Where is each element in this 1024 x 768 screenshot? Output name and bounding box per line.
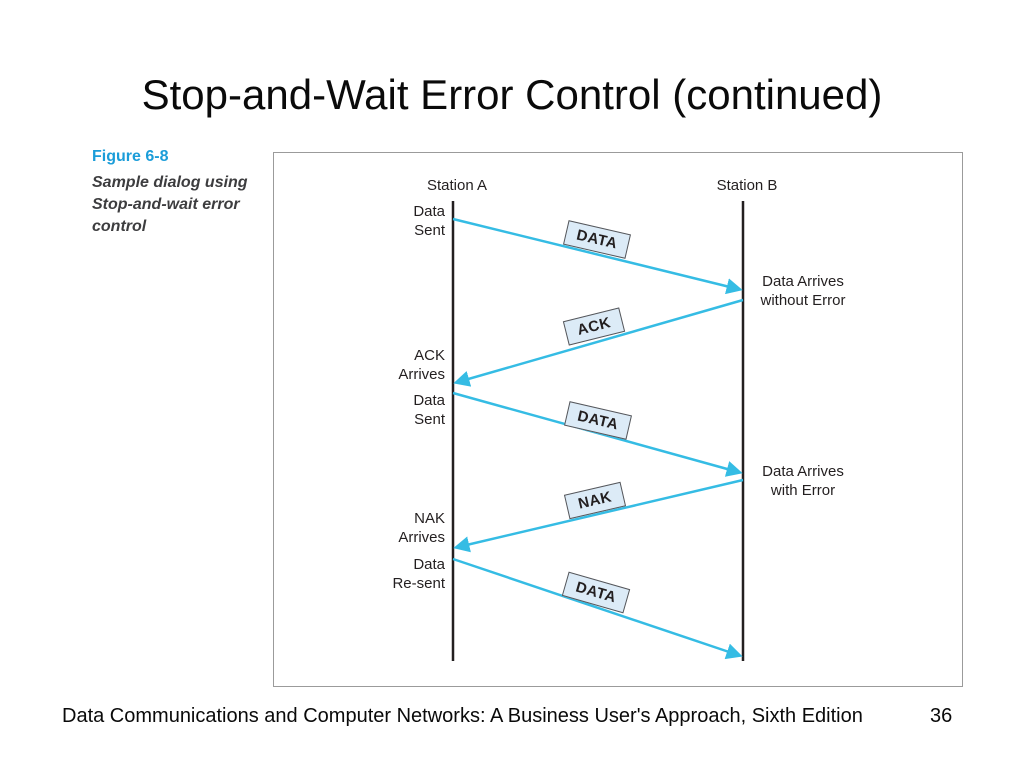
figure-number-label: Figure 6-8 <box>92 148 169 165</box>
figure-caption-line: Sample dialog using <box>92 174 248 191</box>
footer-page-number: 36 <box>930 705 953 727</box>
slide-title: Stop-and-Wait Error Control (continued) <box>141 71 883 118</box>
event-data-resent: Data Re-sent <box>392 556 445 592</box>
station-a-label: Station A <box>426 177 488 194</box>
data-arrow-1 <box>452 217 743 295</box>
figure-caption-line: control <box>92 218 147 235</box>
figure-frame: Station A Station B Data Sent ACK Arrive… <box>273 152 963 687</box>
figure-caption: Figure 6-8 Sample dialog using Stop-and-… <box>92 148 257 238</box>
nak-arrow <box>453 478 744 553</box>
ack-arrow <box>453 298 744 387</box>
event-data-arrives-with-error: Data Arrives with Error <box>762 463 844 499</box>
event-ack-arrives: ACK Arrives <box>398 347 445 383</box>
event-data-sent-2: Data Sent <box>413 392 445 428</box>
station-b-label: Station B <box>716 177 778 194</box>
figure-caption-line: Stop-and-wait error <box>92 196 240 213</box>
event-data-sent-1: Data Sent <box>413 203 445 239</box>
data-arrow-3 <box>452 557 743 660</box>
footer-book-title: Data Communications and Computer Network… <box>62 705 863 727</box>
event-nak-arrives: NAK Arrives <box>398 510 445 546</box>
event-data-arrives-without-error: Data Arrives without Error <box>760 273 846 309</box>
